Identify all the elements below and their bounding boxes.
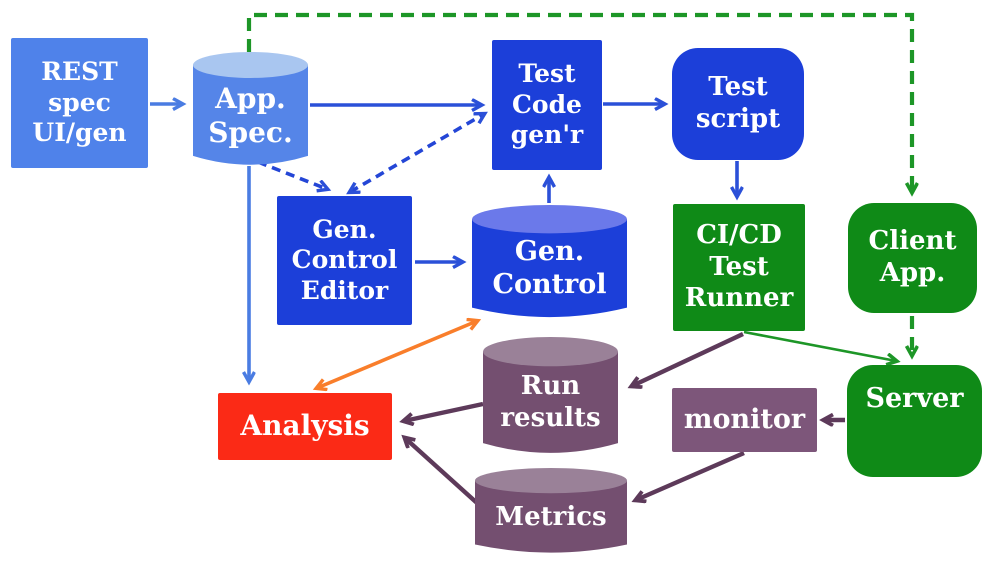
edge-runresults-to-analysis [404,401,484,421]
node-server-label: Server [865,383,964,414]
node-gen-control-label: Gen. Control [492,236,607,300]
node-analysis: Analysis [218,393,392,460]
node-test-code-genr-label: Test Code gen'r [510,59,584,150]
run-results-cylinder-shape [483,337,618,453]
edge-appspec-to-clientapp-dashed [246,12,912,192]
node-analysis-label: Analysis [240,409,370,443]
node-rest-spec-ui-gen: REST spec UI/gen [11,38,148,168]
node-app-spec-label: App. Spec. [208,81,293,149]
node-monitor-label: monitor [683,403,806,435]
node-client-app: Client App. [848,203,977,313]
node-gen-control-editor: Gen. Control Editor [277,196,412,325]
node-metrics: Metrics [475,468,627,558]
node-gen-control-editor-label: Gen. Control Editor [291,214,398,305]
node-test-script-label: Test script [695,72,781,134]
node-rest-spec-ui-gen-label: REST spec UI/gen [32,57,127,148]
edge-appspec-to-editor-dashed [257,160,327,189]
node-metrics-label: Metrics [495,502,607,533]
edge-monitor-to-metrics [636,450,745,500]
node-server: Server [847,365,982,477]
node-test-code-genr: Test Code gen'r [492,40,602,170]
node-client-app-label: Client App. [868,226,957,288]
node-run-results-label: Run results [500,371,601,433]
edge-metrics-to-analysis [405,438,479,505]
node-test-script: Test script [672,48,804,160]
metrics-cylinder-shape [475,468,627,553]
node-cicd-test-runner: CI/CD Test Runner [673,204,805,331]
node-cicd-test-runner-label: CI/CD Test Runner [684,219,794,314]
gen-control-cylinder-shape [472,205,627,318]
node-run-results: Run results [483,337,618,459]
node-gen-control: Gen. Control [472,205,627,323]
edge-editor-testcode-dashed [350,114,484,192]
edge-cicd-to-runresults [632,332,744,386]
node-app-spec: App. Spec. [193,52,308,170]
app-spec-cylinder-shape [193,52,308,165]
edge-analysis-gencontrol-orange [317,321,477,388]
node-monitor: monitor [672,388,817,452]
edge-cicd-to-server [743,330,896,361]
